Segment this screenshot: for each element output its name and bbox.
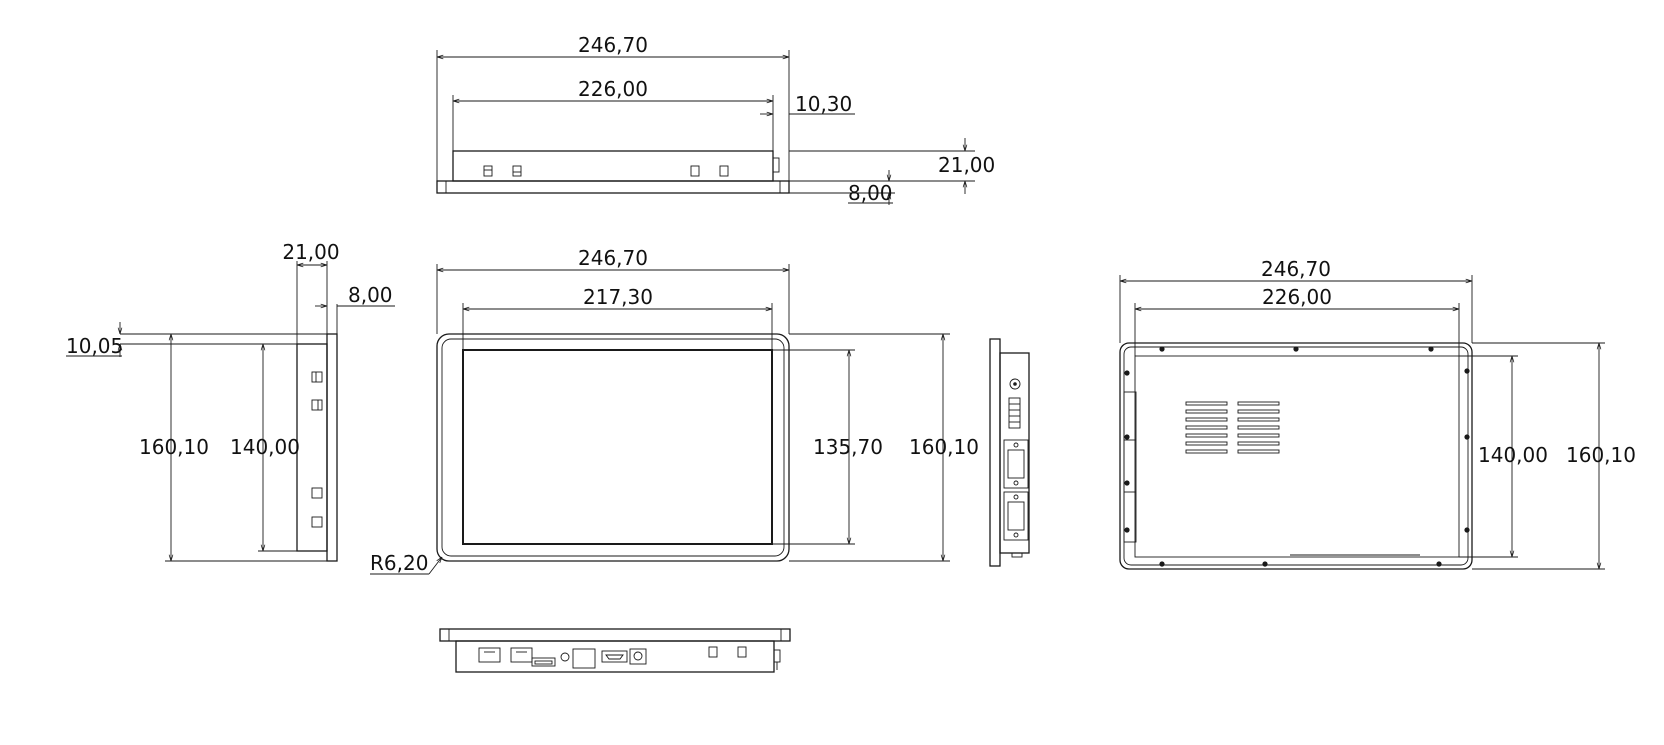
display-screen [462, 349, 773, 545]
front-screen-height: 135,70 [813, 435, 883, 459]
top-overall-width: 246,70 [578, 33, 648, 57]
front-corner-radius: R6,20 [370, 551, 428, 575]
side-offset: 10,05 [66, 334, 123, 358]
back-overall-height: 160,10 [1566, 443, 1636, 467]
top-flange: 8,00 [848, 181, 893, 205]
top-edge-offset: 10,30 [795, 92, 852, 116]
side-view: 21,00 8,00 10,05 160,10 140,00 [66, 240, 395, 562]
bottom-connectors [478, 646, 781, 670]
top-connectors [483, 157, 780, 177]
top-view: 246,70 226,00 10,30 21,00 8,00 [436, 33, 995, 205]
back-inner-width: 226,00 [1262, 285, 1332, 309]
top-depth: 21,00 [938, 153, 995, 177]
back-inner-height: 140,00 [1478, 443, 1548, 467]
bottom-view [439, 628, 791, 673]
back-overall-width: 246,70 [1261, 257, 1331, 281]
side-flange: 8,00 [348, 283, 393, 307]
back-view: 246,70 226,00 140,00 160,10 [1119, 257, 1636, 570]
vent-slots [1185, 401, 1280, 454]
right-side-view [989, 338, 1030, 567]
side-depth: 21,00 [282, 240, 339, 264]
front-overall-width: 246,70 [578, 246, 648, 270]
side-connectors [311, 371, 323, 528]
side-overall-height: 160,10 [139, 435, 209, 459]
mounting-screws [1124, 346, 1470, 567]
front-screen-width: 217,30 [583, 285, 653, 309]
top-inner-width: 226,00 [578, 77, 648, 101]
right-side-connectors [1003, 378, 1029, 558]
front-view: 246,70 217,30 135,70 160,10 R6,20 [370, 246, 979, 575]
front-overall-height: 160,10 [909, 435, 979, 459]
side-inner-height: 140,00 [230, 435, 300, 459]
